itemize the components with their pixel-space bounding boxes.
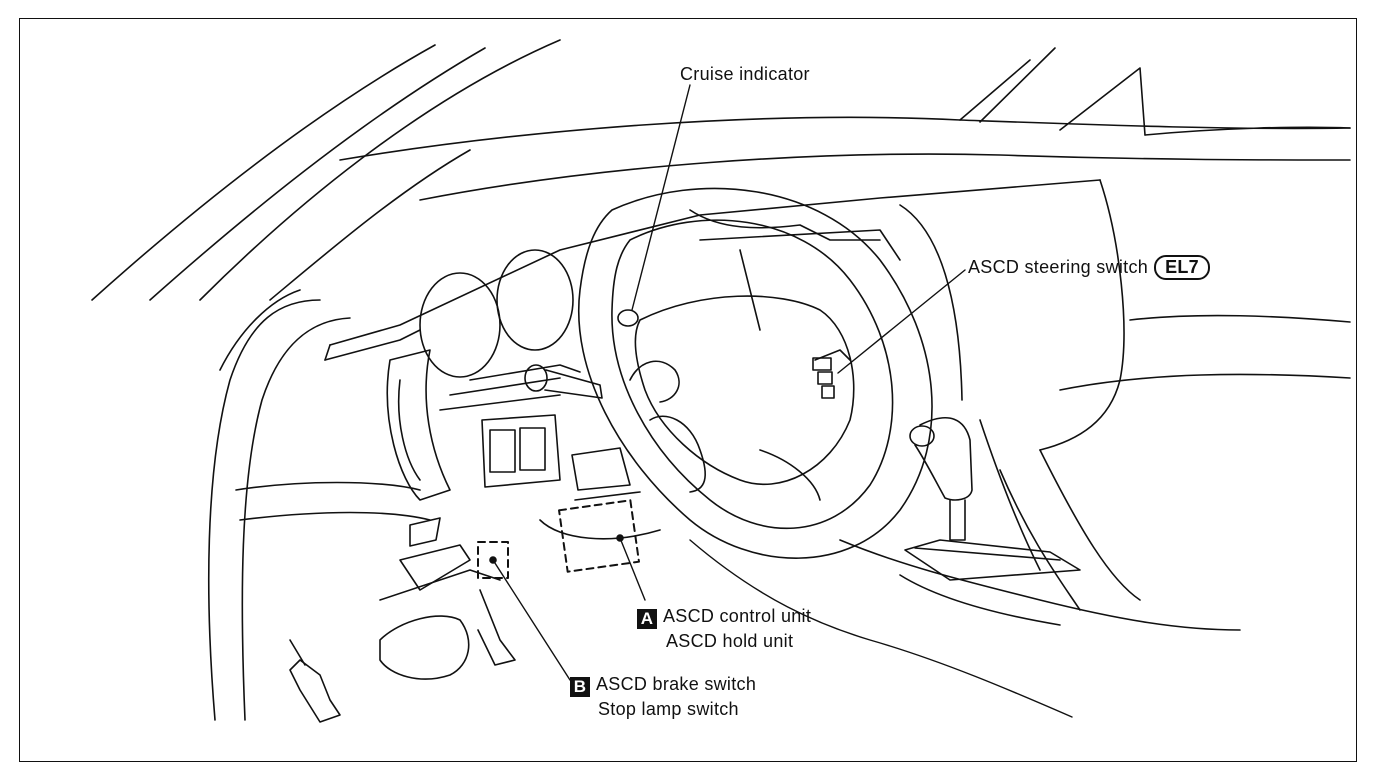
center-stack [539,209,901,540]
dashboard-body [324,179,1351,611]
steering-switch-text: ASCD steering switch [968,257,1149,277]
item-b-text2: Stop lamp switch [598,699,739,719]
leader-item-b [492,559,571,681]
hidden-component-boxes [477,499,640,579]
box-b-brake-switch [477,541,509,579]
leader-steering-switch [837,269,966,374]
ref-badge: EL7 [1154,255,1210,280]
left-console [235,349,561,601]
item-a-text1: ASCD control unit [663,606,812,626]
instrument-cluster [419,249,581,396]
item-a-line1: A ASCD control unit [637,604,811,629]
shift-lever [839,416,1241,631]
a-pillar [91,39,561,721]
item-b-line1: B ASCD brake switch [570,672,756,697]
key-b-badge: B [570,677,590,697]
leader-cruise-indicator [631,84,691,311]
key-a-badge: A [637,609,657,629]
item-a-text2: ASCD hold unit [666,631,794,651]
item-b-text1: ASCD brake switch [596,674,757,694]
pedals [289,589,516,723]
steering-wheel [578,187,933,559]
label-item-b: B ASCD brake switch Stop lamp switch [570,672,756,722]
leader-item-a [619,537,646,601]
diagram-frame [19,18,1357,762]
windshield-header [339,47,1351,201]
box-a-control-unit [558,499,640,573]
label-item-a: A ASCD control unit ASCD hold unit [637,604,811,654]
leader-lines [492,84,1073,718]
label-cruise-indicator: Cruise indicator [680,64,810,84]
combination-switch-stalk [524,364,603,399]
steering-column-line [689,539,1073,718]
